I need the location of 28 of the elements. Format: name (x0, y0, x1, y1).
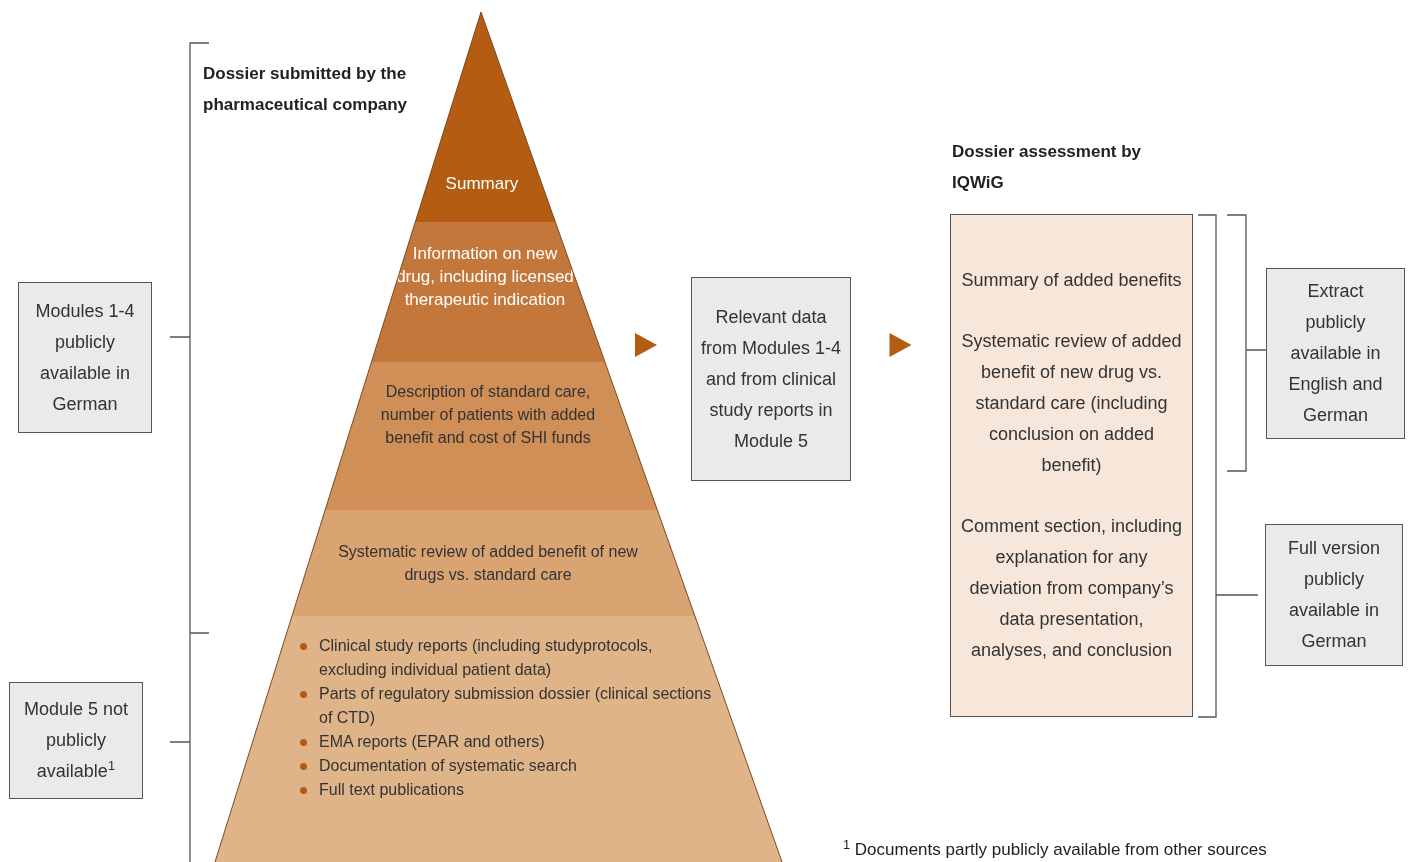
text-box (1266, 268, 1405, 439)
text-box (18, 282, 152, 433)
bullet-text: EMA reports (EPAR and others) (319, 732, 545, 752)
text-box (1265, 524, 1403, 666)
box-text: Extract publicly available in English and German (1287, 280, 1384, 427)
arrow (889, 333, 912, 357)
bullet-text: Full text publications (319, 780, 464, 800)
text-box (9, 682, 143, 799)
box-text: Modules 1-4 publicly available in German (34, 299, 136, 416)
section-heading: Dossier submitted by the pharmaceutical company (203, 63, 409, 116)
box-text: Module 5 not publicly available$^{1}$ (22, 698, 130, 783)
box-text: Relevant data from Modules 1-4 and from clinical study reports in Module 5 (700, 305, 842, 453)
bullet-text: Documentation of systematic search (319, 756, 577, 776)
tier-label: Summary (444, 173, 520, 195)
tier-label: Information on new drug, including licensed therapeutic indication (395, 243, 575, 311)
text-box (691, 277, 851, 481)
text-box (950, 214, 1193, 717)
arrow (635, 333, 657, 357)
tier-label: Systematic review of added benefit of new drugs vs. standard care (337, 542, 639, 585)
box-text: Systematic review of added benefit of new drug vs. standard care (including conclusion on added benefit) (960, 330, 1183, 477)
tier-label: Description of standard care, number of patients with added benefit and cost of SHI funds (379, 382, 597, 448)
section-heading: Dossier assessment by IQWiG (952, 141, 1142, 194)
box-text: Comment section, including explanation for any deviation from company’s data presentation, analyses, and conclusion (959, 515, 1184, 662)
bullet-text: Parts of regulatory submission dossier (clinical sections of CTD) (319, 684, 713, 728)
box-text: Full version publicly available in German (1287, 537, 1381, 653)
footnote: $^{1}$ Documents partly publicly available from other sources (843, 837, 1268, 861)
bullet-text: Clinical study reports (including studyprotocols, excluding individual patient data) (319, 636, 654, 680)
box-text: Summary of added benefits (961, 269, 1182, 292)
